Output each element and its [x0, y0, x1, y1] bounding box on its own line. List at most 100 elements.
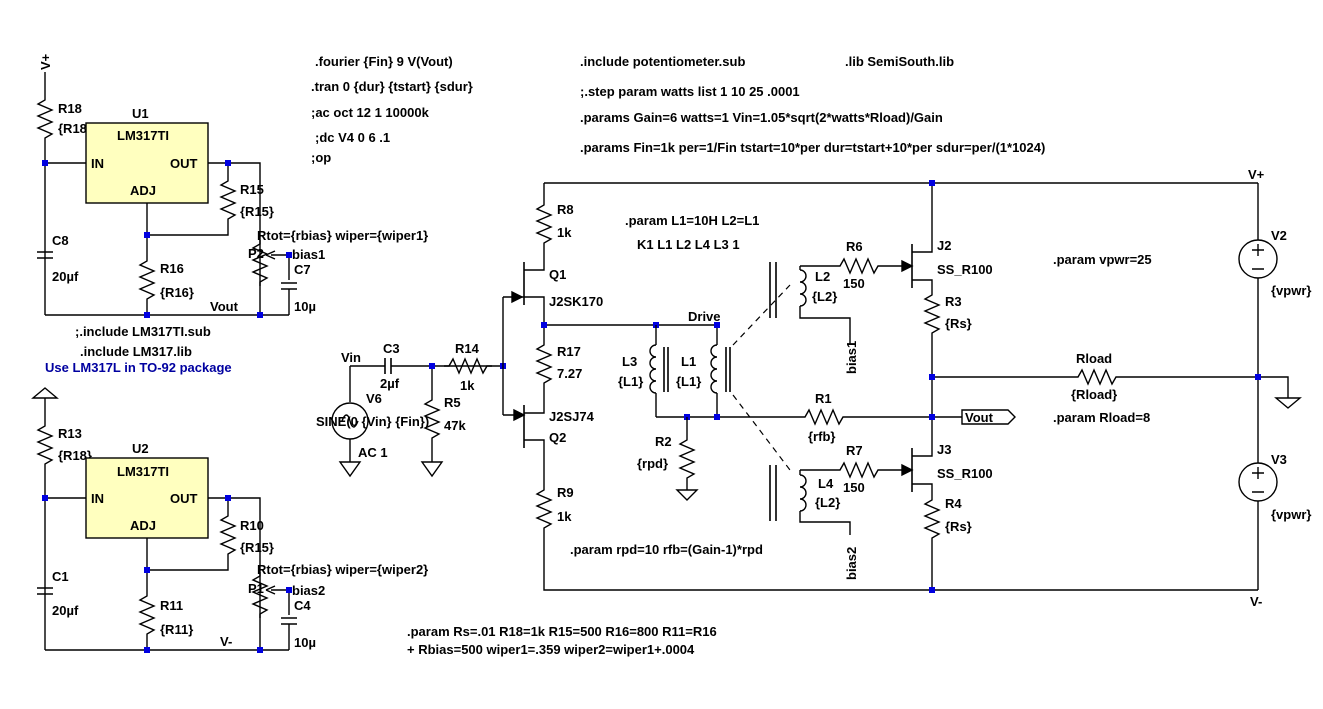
p2-attr: Rtot={rbias} wiper={wiper1}: [257, 228, 428, 243]
r13-name: R13: [58, 426, 82, 441]
j3-part: SS_R100: [937, 466, 993, 481]
directive-dc: ;dc V4 0 6 .1: [315, 130, 390, 145]
r14-value: 1k: [460, 378, 475, 393]
r8-name: R8: [557, 202, 574, 217]
v2-name: V2: [1271, 228, 1287, 243]
v6-value: SINE(0 {Vin} {Fin}): [316, 414, 429, 429]
c3-name: C3: [383, 341, 400, 356]
c4-name: C4: [294, 598, 311, 613]
j3-name: J3: [937, 442, 951, 457]
r2-value: {rpd}: [637, 456, 668, 471]
l1-name: L1: [681, 354, 696, 369]
r16-value: {R16}: [160, 285, 194, 300]
directive-rpd: .param rpd=10 rfb=(Gain-1)*rpd: [570, 542, 763, 557]
c4-value: 10µ: [294, 635, 316, 650]
l1-value: {L1}: [676, 374, 701, 389]
q1-part: J2SK170: [549, 294, 603, 309]
r15-value: {R15}: [240, 204, 274, 219]
j2-name: J2: [937, 238, 951, 253]
q2-part: J2SJ74: [549, 409, 595, 424]
l3-name: L3: [622, 354, 637, 369]
regulator-u1-section: V+ R18 {R18} U1 LM317TI IN OUT ADJ R15 {…: [36, 53, 428, 318]
directive-lib: .lib SemiSouth.lib: [845, 54, 954, 69]
l2-name: L2: [815, 269, 830, 284]
net-vout-mid: Vout: [965, 410, 994, 425]
directive-include-lm317: .include LM317.lib: [80, 344, 192, 359]
p1-name: P1: [248, 581, 264, 596]
c7-name: C7: [294, 262, 311, 277]
r11-value: {R11}: [160, 622, 193, 637]
r6-name: R6: [846, 239, 863, 254]
u1-out: OUT: [170, 156, 198, 171]
net-bias2-label: bias2: [844, 547, 859, 580]
l4-name: L4: [818, 476, 834, 491]
v2-value: {vpwr}: [1271, 283, 1311, 298]
u2-part: LM317TI: [117, 464, 169, 479]
note-lm317l: Use LM317L in TO-92 package: [45, 360, 232, 375]
u2-out: OUT: [170, 491, 198, 506]
directive-params-fin: .params Fin=1k per=1/Fin tstart=10*per d…: [580, 140, 1045, 155]
u1-name: U1: [132, 106, 149, 121]
net-vminus-left: V-: [220, 634, 232, 649]
directive-step: ;.step param watts list 1 10 25 .0001: [580, 84, 800, 99]
u2-name: U2: [132, 441, 149, 456]
v3-value: {vpwr}: [1271, 507, 1311, 522]
r2-name: R2: [655, 434, 672, 449]
c3-value: 2µf: [380, 376, 400, 391]
r4-value: {Rs}: [945, 519, 972, 534]
regulator-u2-section: R13 {R18} U2 LM317TI IN OUT ADJ R10 {R15…: [31, 387, 428, 653]
r11-name: R11: [160, 598, 183, 613]
p2-name: P2: [248, 246, 264, 261]
v6-ac: AC 1: [358, 445, 388, 460]
net-vin: Vin: [341, 350, 361, 365]
directive-coupling: K1 L1 L2 L4 L3 1: [637, 237, 740, 252]
r9-name: R9: [557, 485, 574, 500]
directive-include-lm317ti: ;.include LM317TI.sub: [75, 324, 211, 339]
rload-value: {Rload}: [1071, 387, 1117, 402]
input-section: Vin C3 2µf R14 1k V6 SINE(0 {Vin} {Fin})…: [316, 341, 506, 478]
r15-name: R15: [240, 182, 264, 197]
directive-include-pot: .include potentiometer.sub: [580, 54, 745, 69]
l4-value: {L2}: [815, 495, 840, 510]
r1-name: R1: [815, 391, 832, 406]
directive-rs-line2: + Rbias=500 wiper1=.359 wiper2=wiper1+.0…: [407, 642, 695, 657]
r3-value: {Rs}: [945, 316, 972, 331]
r1-value: {rfb}: [808, 429, 835, 444]
directive-rs-line1: .param Rs=.01 R18=1k R15=500 R16=800 R11…: [407, 624, 717, 639]
u2-regulator: [85, 457, 209, 539]
u1-adj: ADJ: [130, 183, 156, 198]
c1-name: C1: [52, 569, 69, 584]
c8-value: 20µf: [52, 269, 79, 284]
directive-param-l: .param L1=10H L2=L1: [625, 213, 759, 228]
r3-name: R3: [945, 294, 962, 309]
c1-value: 20µf: [52, 603, 79, 618]
u2-adj: ADJ: [130, 518, 156, 533]
u2-in: IN: [91, 491, 104, 506]
r17-value: 7.27: [557, 366, 582, 381]
r17-name: R17: [557, 344, 581, 359]
net-vminus-right: V-: [1250, 594, 1262, 609]
r4-name: R4: [945, 496, 962, 511]
j2-part: SS_R100: [937, 262, 993, 277]
p1-attr: Rtot={rbias} wiper={wiper2}: [257, 562, 428, 577]
c8-name: C8: [52, 233, 69, 248]
r18-value: {R18}: [58, 121, 92, 136]
net-vplus-right: V+: [1248, 167, 1265, 182]
net-drive: Drive: [688, 309, 721, 324]
net-bias1: bias1: [292, 247, 325, 262]
output-stage: L2 {L2} bias1 R6 150 J2 SS_R100 R3 {Rs} …: [769, 167, 1311, 609]
directive-params-gain: .params Gain=6 watts=1 Vin=1.05*sqrt(2*w…: [580, 110, 943, 125]
rload-name: Rload: [1076, 351, 1112, 366]
r9-value: 1k: [557, 509, 572, 524]
l2-value: {L2}: [812, 289, 837, 304]
u1-in: IN: [91, 156, 104, 171]
directive-vpwr: .param vpwr=25: [1053, 252, 1152, 267]
net-vout-top: Vout: [210, 299, 239, 314]
r16-name: R16: [160, 261, 184, 276]
net-vplus-top: V+: [38, 53, 53, 70]
q2-name: Q2: [549, 430, 566, 445]
l3-value: {L1}: [618, 374, 643, 389]
r14-name: R14: [455, 341, 480, 356]
v6-name: V6: [366, 391, 382, 406]
